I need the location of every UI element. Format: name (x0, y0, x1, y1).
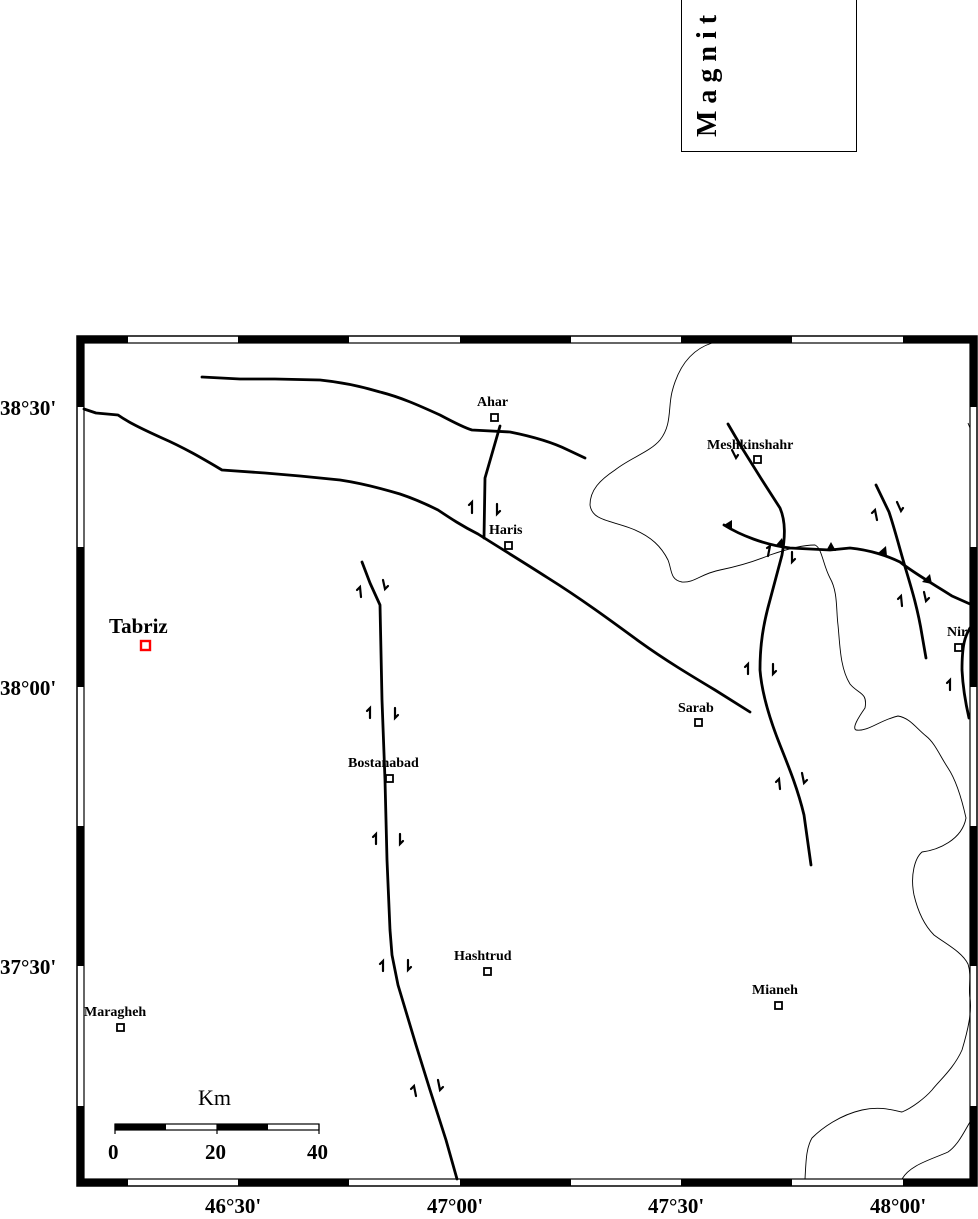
capital-label: Tabriz (109, 614, 168, 638)
city-label: Maragheh (84, 1005, 146, 1020)
motion-arrow (774, 776, 782, 791)
motion-arrow (730, 448, 740, 461)
city-sarab[interactable]: Sarab (678, 701, 714, 727)
city-nir[interactable]: Nir (947, 625, 967, 652)
motion-arrow (895, 500, 905, 514)
motion-arrow (800, 771, 809, 786)
fault-meshkinshahr (726, 422, 813, 867)
map-frame (76, 335, 978, 1187)
thrust-tooth (878, 546, 887, 556)
city-label: Meshkinshahr (707, 438, 793, 453)
city-label: Sarab (678, 701, 714, 716)
city-haris[interactable]: Haris (489, 523, 523, 550)
city-hashtrud[interactable]: Hashtrud (454, 949, 512, 976)
thrust-tooth (922, 574, 932, 584)
boundary-southeast (901, 1121, 971, 1180)
province-boundaries (589, 342, 971, 1180)
scale-tick-label: 0 (108, 1140, 119, 1164)
lon-label-48-00: 48°00' (870, 1194, 926, 1218)
motion-arrow (381, 578, 390, 592)
city-mianeh[interactable]: Mianeh (752, 983, 798, 1010)
scale-bar: Km 0 20 40 (108, 1085, 328, 1164)
thrust-tooth (776, 538, 784, 548)
motion-arrow (409, 1083, 418, 1098)
city-label: Mianeh (752, 983, 798, 998)
motion-arrow (365, 705, 372, 720)
motion-arrow (467, 499, 474, 515)
city-maragheh[interactable]: Maragheh (84, 1005, 146, 1032)
motion-arrow (436, 1078, 445, 1093)
fault-bostanabad (360, 560, 459, 1181)
scale-tick-label: 20 (205, 1140, 226, 1164)
fault-north-tabriz (82, 407, 752, 714)
motion-arrow (922, 590, 931, 604)
lat-label-38-30: 38°30' (0, 396, 56, 420)
fault-haris (482, 424, 502, 540)
city-ahar[interactable]: Ahar (477, 395, 508, 422)
scale-unit: Km (198, 1085, 231, 1110)
lon-label-47-30: 47°30' (648, 1194, 704, 1218)
thrust-tooth (826, 542, 836, 551)
motion-arrow (378, 958, 385, 973)
lon-label-46-30: 46°30' (205, 1194, 261, 1218)
cities: Ahar Meshkinshahr Haris Nir Sarab Bostan… (84, 395, 967, 1032)
motion-arrow (398, 832, 405, 847)
boundary-north (589, 342, 971, 1180)
city-bostanabad[interactable]: Bostanabad (348, 756, 419, 783)
thrust-tooth (724, 520, 732, 530)
fault-thrust (722, 523, 972, 606)
boundary-northeast (967, 422, 971, 429)
lat-label-37-30: 37°30' (0, 955, 56, 979)
motion-arrow (945, 677, 952, 692)
motion-arrow (743, 661, 750, 676)
motion-arrow (406, 958, 413, 973)
city-meshkinshahr[interactable]: Meshkinshahr (707, 438, 793, 464)
city-label: Haris (489, 523, 523, 538)
faults (82, 375, 972, 1181)
lon-label-47-00: 47°00' (427, 1194, 483, 1218)
fault-nir-south (960, 626, 972, 720)
legend-box: Magnit (681, 0, 857, 152)
capital-tabriz[interactable]: Tabriz (109, 614, 168, 652)
city-label: Bostanabad (348, 756, 419, 771)
fault-motion-arrows (355, 448, 952, 1098)
motion-arrow (896, 593, 904, 608)
fault-ahar (200, 375, 587, 460)
city-label: Hashtrud (454, 949, 512, 964)
city-label: Ahar (477, 395, 508, 410)
motion-arrow (355, 584, 363, 599)
motion-arrow (495, 502, 502, 517)
motion-arrow (870, 507, 879, 522)
motion-arrow (371, 831, 378, 846)
city-label: Nir (947, 625, 967, 640)
lat-label-38-00: 38°00' (0, 676, 56, 700)
thrust-teeth (724, 520, 932, 584)
scale-tick-label: 40 (307, 1140, 328, 1164)
fault-nir-north (874, 483, 928, 660)
motion-arrow (393, 706, 400, 721)
motion-arrow (771, 662, 778, 677)
motion-arrow (765, 543, 772, 558)
motion-arrow (790, 550, 797, 565)
